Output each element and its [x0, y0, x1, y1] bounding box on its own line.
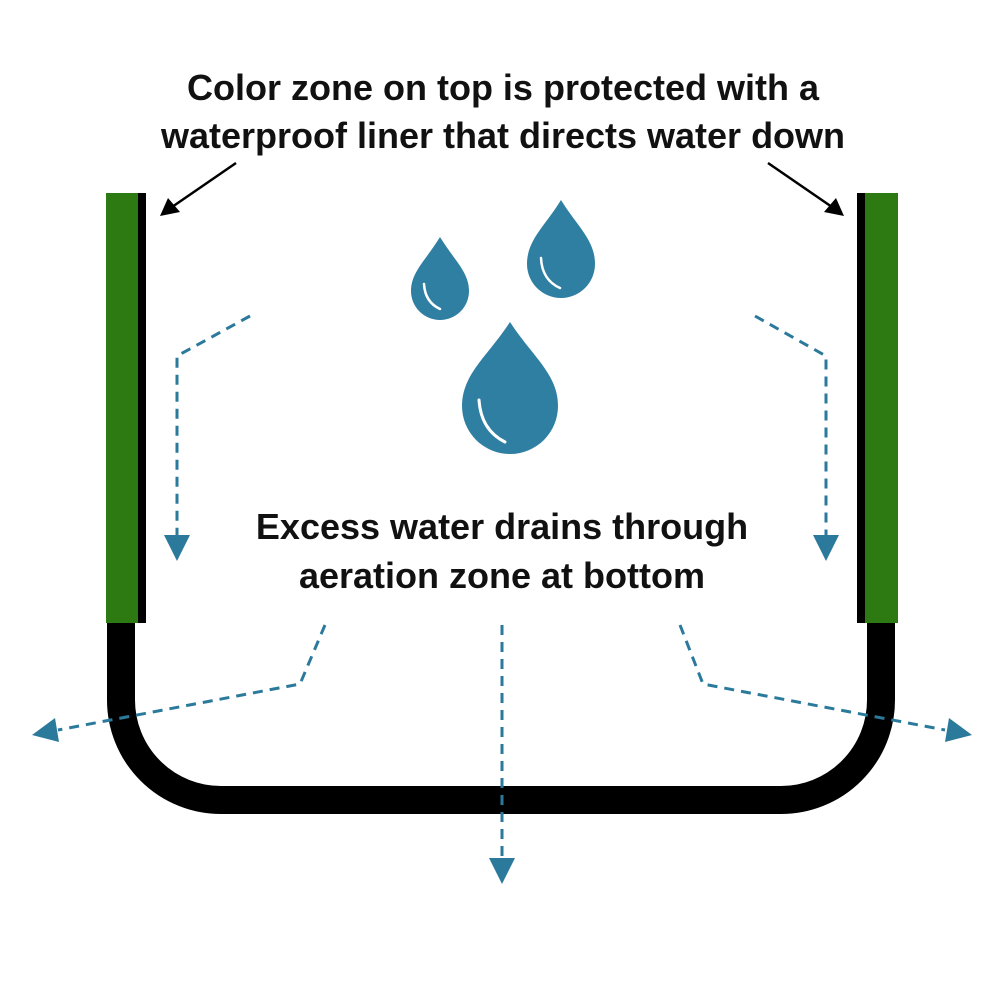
pointer-arrow-left	[160, 161, 237, 216]
pointer-arrow-right	[767, 161, 844, 216]
flow-arrow-right-liner	[754, 314, 839, 561]
bottom-caption-line-2: aeration zone at bottom	[299, 555, 705, 596]
top-caption-line-1: Color zone on top is protected with a	[187, 67, 820, 108]
color-zone-wall-right	[865, 193, 898, 623]
drain-arrow-left	[32, 624, 327, 742]
bottom-caption-line-1: Excess water drains through	[256, 506, 748, 547]
water-drop-icon	[527, 200, 595, 298]
water-drop-icon	[411, 237, 469, 320]
water-drop-icon	[462, 322, 558, 454]
drain-arrow-center	[489, 625, 515, 884]
color-zone-wall-left	[106, 193, 138, 623]
top-caption-line-2: waterproof liner that directs water down	[160, 115, 845, 156]
drain-arrow-right	[678, 624, 972, 742]
waterproof-liner-right	[857, 193, 865, 623]
flow-arrow-left-liner	[164, 314, 251, 561]
waterproof-liner-left	[138, 193, 146, 623]
